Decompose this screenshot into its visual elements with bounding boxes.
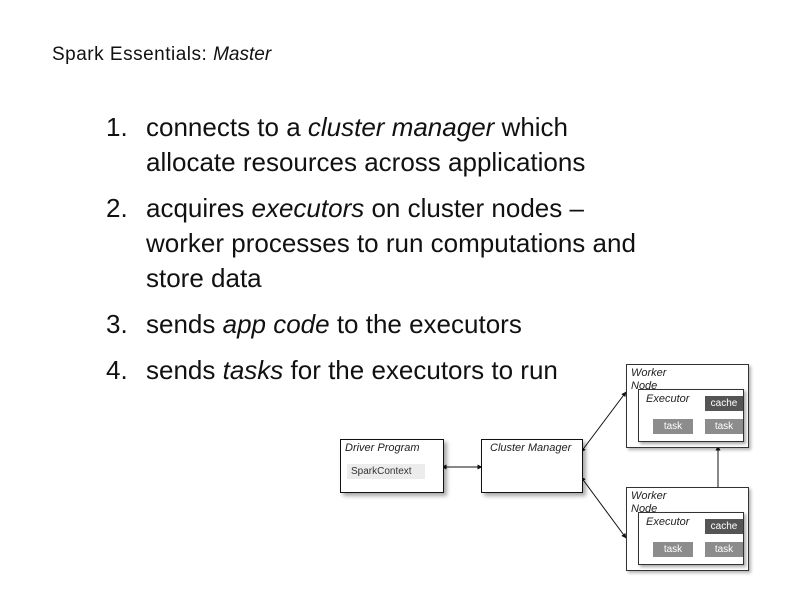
executor-box: Executor cache task task (638, 512, 744, 565)
list-item-text: for the executors to run (283, 355, 558, 385)
list-item-number: 4. (106, 355, 128, 385)
list-item-text: sends (146, 355, 223, 385)
list-item-number: 3. (106, 309, 128, 339)
driver-program-box: Driver Program SparkContext (340, 439, 444, 493)
driver-program-label: Driver Program (345, 442, 420, 454)
executor-box: Executor cache task task (638, 389, 744, 442)
cluster-manager-box: Cluster Manager (481, 439, 583, 493)
list-item-number: 2. (106, 193, 128, 223)
task-chip: task (653, 542, 693, 557)
list-item-number: 1. (106, 112, 128, 142)
task-chip: task (653, 419, 693, 434)
worker-node: Worker Node Executor cache task task (626, 487, 749, 571)
worker-node-label: Worker Node (631, 367, 667, 392)
executor-label: Executor (646, 393, 690, 405)
task-chip: task (705, 419, 743, 434)
manager-worker2-arrow (580, 476, 627, 539)
list-item-emphasis: executors (251, 193, 365, 223)
slide-title-emphasis: Master (213, 44, 272, 65)
list-item: 4. sends tasks for the executors to run (106, 353, 646, 388)
cluster-manager-label: Cluster Manager (490, 442, 572, 454)
cache-chip: cache (705, 519, 743, 534)
slide-title: Spark Essentials: Master (52, 44, 271, 66)
list-item: 2. acquires executors on cluster nodes – … (106, 191, 646, 296)
list-item-text: to the executors (329, 309, 522, 339)
worker-node: Worker Node Executor cache task task (626, 364, 749, 448)
list-item-emphasis: cluster manager (307, 112, 495, 142)
list-item-emphasis: app code (222, 309, 330, 339)
list-item: 3. sends app code to the executors (106, 307, 646, 342)
numbered-list: 1. connects to a cluster manager which al… (106, 110, 646, 399)
executor-label: Executor (646, 516, 690, 528)
spark-context: SparkContext (347, 464, 425, 479)
task-chip: task (705, 542, 743, 557)
list-item-text: connects to a (146, 112, 308, 142)
list-item-text: which allocate resources across applicat… (146, 112, 586, 177)
slide-title-main: Spark Essentials: (52, 44, 208, 65)
list-item-emphasis: tasks (222, 355, 284, 385)
list-item-text: on cluster nodes – worker processes to r… (146, 193, 636, 293)
cache-chip: cache (705, 396, 743, 411)
list-item-text: sends (146, 309, 223, 339)
manager-worker1-arrow (580, 391, 627, 453)
list-item-text: acquires (146, 193, 252, 223)
list-item: 1. connects to a cluster manager which al… (106, 110, 646, 180)
